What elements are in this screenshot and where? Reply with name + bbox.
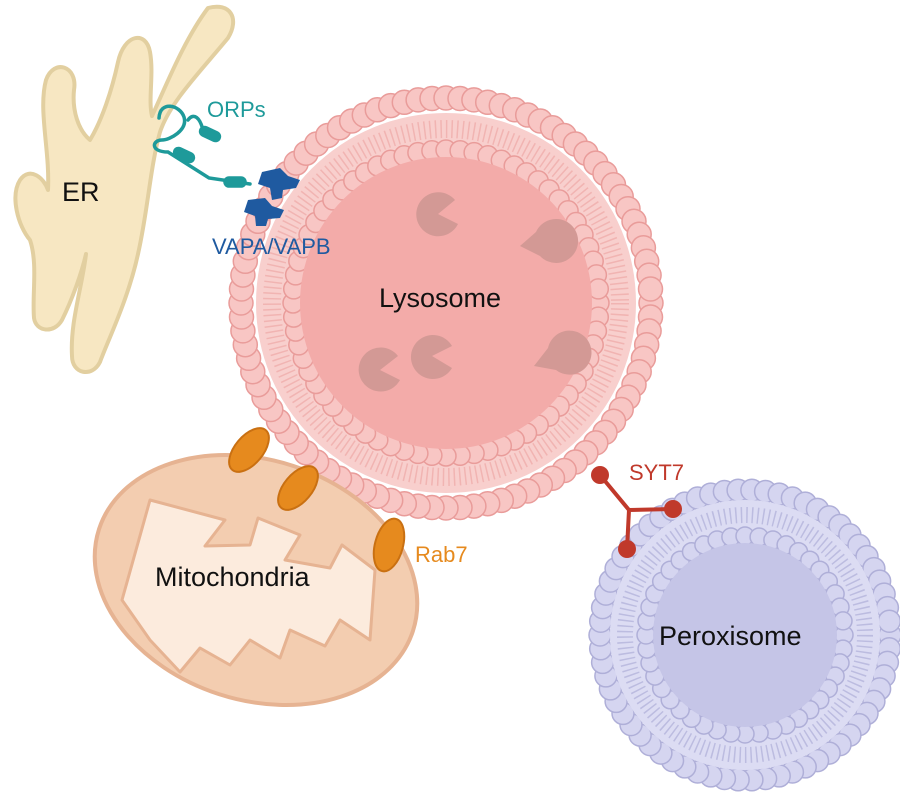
vap-dimer: [244, 198, 284, 226]
peroxisome-lumen: [653, 543, 837, 727]
syt7-domain: [664, 500, 682, 518]
orps-protein: [152, 104, 252, 188]
orps-label: ORPs: [207, 97, 266, 122]
vap-dimer: [258, 168, 300, 200]
rab7-protein: [372, 517, 406, 573]
lysosome-cargo: [358, 192, 592, 392]
syt7-domain: [618, 540, 636, 558]
lipid-head: [637, 276, 664, 302]
rab7-protein: [277, 465, 319, 511]
lysosome-organelle: Lysosome: [228, 85, 664, 521]
syt7-domain: [591, 466, 609, 484]
er-label: ER: [62, 177, 100, 207]
vapa-vapb-protein: [244, 168, 300, 226]
peroxisome-label: Peroxisome: [659, 621, 802, 651]
mitochondria-cristae: [120, 498, 377, 674]
rab7-label: Rab7: [415, 542, 468, 567]
peroxisome-organelle: Peroxisome: [588, 478, 900, 792]
syt7-label: SYT7: [629, 460, 684, 485]
mitochondria-organelle: Mitochondria: [92, 453, 420, 707]
lysosome-label: Lysosome: [379, 283, 501, 313]
rab7-protein-group: [228, 427, 406, 573]
lipid-head: [833, 611, 853, 631]
cargo-item: [520, 218, 579, 263]
lysosome-inner-leaflet: [282, 139, 610, 467]
orps-domain: [172, 146, 196, 164]
cargo-item: [410, 335, 452, 379]
mitochondria-label: Mitochondria: [155, 562, 311, 592]
lysosome-outer-leaflet: [228, 85, 664, 521]
orps-domain: [198, 125, 222, 143]
lysosome-lipid-tails: [263, 120, 629, 486]
syt7-protein: [591, 466, 682, 558]
orps-domain: [223, 176, 247, 188]
rab7-protein: [228, 427, 270, 473]
cargo-item: [534, 330, 592, 375]
vapa-vapb-label: VAPA/VAPB: [212, 234, 331, 259]
lipid-head: [877, 609, 900, 633]
orps-chain: [152, 104, 252, 186]
er-organelle: ER: [13, 4, 236, 374]
cargo-item: [358, 347, 400, 392]
er-shape: [13, 4, 236, 374]
peroxisome-lipid-tails: [617, 507, 873, 763]
cargo-item: [416, 192, 458, 237]
peroxisome-inner-leaflet: [636, 526, 854, 744]
